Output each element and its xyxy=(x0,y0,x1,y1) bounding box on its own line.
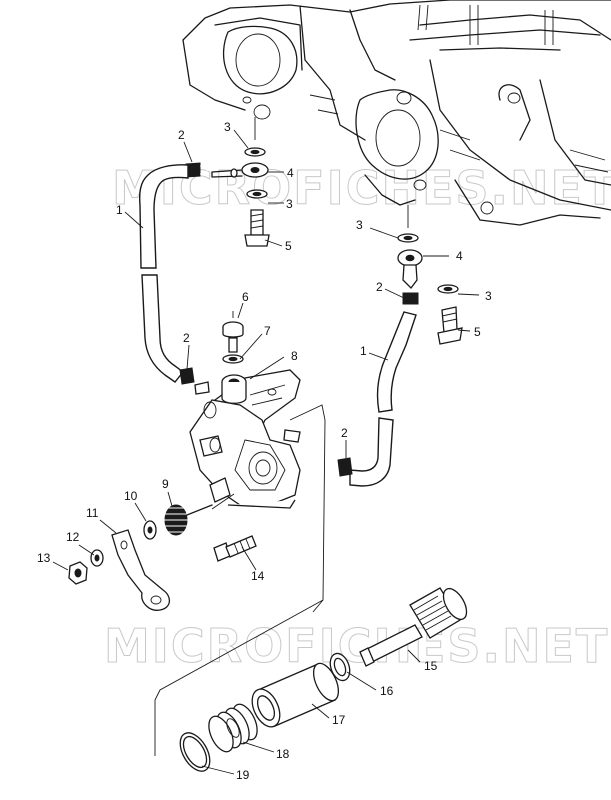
callout-16: 16 xyxy=(380,684,394,698)
hose-clamp-2-left-lower xyxy=(179,367,195,385)
callout-9: 9 xyxy=(162,477,169,491)
hose-clamp-2-right-lower xyxy=(337,457,353,477)
washer-12 xyxy=(90,549,104,567)
hose-clamp-2-right-upper xyxy=(402,292,419,305)
callout-2-upper: 2 xyxy=(178,128,185,142)
callout-1-left: 1 xyxy=(116,203,123,217)
washer-3-right-side xyxy=(437,284,459,294)
oil-pump-body-8 xyxy=(189,369,301,509)
drive-shaft-15 xyxy=(359,587,468,667)
engine-cylinder-block xyxy=(182,0,611,226)
callout-11: 11 xyxy=(86,506,99,520)
callout-1-right: 1 xyxy=(360,344,367,358)
callout-4-right: 4 xyxy=(456,249,463,263)
sleeve-17 xyxy=(251,662,340,728)
gear-9 xyxy=(164,504,213,536)
callout-15: 15 xyxy=(424,659,438,673)
bolt-14 xyxy=(213,535,257,562)
nut-13 xyxy=(68,561,88,585)
callout-3-upper-right: 3 xyxy=(356,218,363,232)
callout-3-upper-left: 3 xyxy=(224,120,231,134)
callout-13: 13 xyxy=(37,551,51,565)
callout-6: 6 xyxy=(242,290,249,304)
washer-3-upper-right xyxy=(397,233,419,243)
callout-2-left: 2 xyxy=(183,331,190,345)
washer-7 xyxy=(222,354,244,364)
callout-7: 7 xyxy=(264,324,271,338)
callout-5-right: 5 xyxy=(474,325,481,339)
banjo-bolt-5-right xyxy=(437,306,463,345)
washer-3-upper-left xyxy=(244,147,266,157)
watermark-bottom: MICROFICHES.NET xyxy=(104,619,609,673)
oil-hose-1-right xyxy=(349,311,417,487)
callout-3-right-side: 3 xyxy=(485,289,492,303)
banjo-bolt-5-left xyxy=(244,209,270,247)
control-lever-11 xyxy=(111,529,171,611)
washer-3-lower-left xyxy=(246,189,268,199)
banjo-fitting-4-right xyxy=(397,249,423,289)
callout-17: 17 xyxy=(332,713,346,727)
callout-12: 12 xyxy=(66,530,80,544)
callout-2-right-upper: 2 xyxy=(376,280,383,294)
o-ring-19 xyxy=(179,732,211,772)
seal-ring-16 xyxy=(329,652,351,682)
callout-2-right-lower: 2 xyxy=(341,426,348,440)
callout-labels: 1 1 2 2 2 2 3 3 3 3 4 4 5 5 6 7 8 9 10 1… xyxy=(37,120,492,782)
callout-4-left: 4 xyxy=(287,166,294,180)
banjo-fitting-4-left xyxy=(211,162,269,178)
callout-leaders xyxy=(52,129,480,775)
callout-19: 19 xyxy=(236,768,250,782)
bolt-6 xyxy=(222,321,244,353)
callout-3-lower-left: 3 xyxy=(286,197,293,211)
spring-18 xyxy=(208,703,258,753)
washer-10 xyxy=(143,520,157,540)
callout-10: 10 xyxy=(124,489,138,503)
hose-clamp-2-upper xyxy=(185,162,208,178)
callout-14: 14 xyxy=(251,569,265,583)
assembly-lines xyxy=(154,117,409,756)
callout-8: 8 xyxy=(291,349,298,363)
callout-5-left: 5 xyxy=(285,239,292,253)
callout-18: 18 xyxy=(276,747,290,761)
